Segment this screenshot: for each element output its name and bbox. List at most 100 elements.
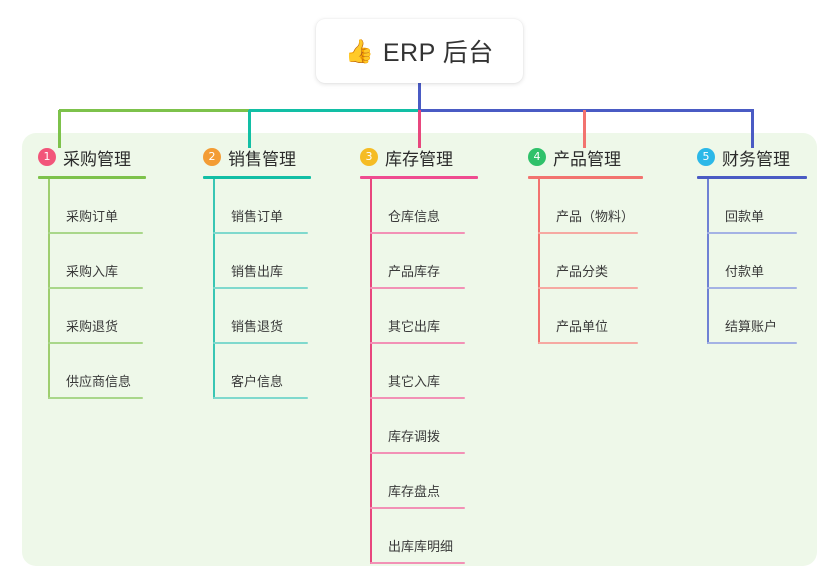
column-badge-3: 3 [360,148,378,166]
leaf-item-label: 产品库存 [388,264,441,279]
column-header-5[interactable]: 5 财务管理 [697,145,807,169]
leaf-item-rule [538,342,638,344]
column-header-2[interactable]: 2 销售管理 [203,145,311,169]
leaf-item-rule [48,287,143,289]
leaf-item-label: 产品单位 [556,319,609,334]
leaf-item-rule [370,507,465,509]
leaf-item-label: 付款单 [725,264,765,279]
leaf-item-label: 客户信息 [231,374,284,389]
leaf-item[interactable]: 出库库明细 [360,509,478,564]
leaf-item[interactable]: 销售退货 [203,289,311,344]
leaf-item[interactable]: 库存调拨 [360,399,478,454]
column-title-5: 财务管理 [722,149,790,169]
leaf-item[interactable]: 产品库存 [360,234,478,289]
column-spine-5 [707,179,709,344]
leaf-item[interactable]: 供应商信息 [38,344,146,399]
leaf-item-rule [370,397,465,399]
leaf-item[interactable]: 采购订单 [38,179,146,234]
column-rule-4 [528,176,643,179]
root-title: ERP 后台 [382,39,494,67]
leaf-item[interactable]: 产品分类 [528,234,643,289]
column-spine-4 [538,179,540,344]
leaf-item-label: 销售订单 [231,209,284,224]
leaf-item-rule [48,232,143,234]
leaf-item-rule [370,232,465,234]
leaf-item-rule [538,232,638,234]
column-3: 3 库存管理仓库信息产品库存其它出库其它入库库存调拨库存盘点出库库明细 [360,145,478,564]
leaf-item-rule [707,342,797,344]
leaf-item-rule [538,287,638,289]
leaf-item[interactable]: 采购入库 [38,234,146,289]
column-header-1[interactable]: 1 采购管理 [38,145,146,169]
leaf-item-label: 库存调拨 [388,429,441,444]
column-title-3: 库存管理 [385,149,453,169]
leaf-item-label: 出库库明细 [388,539,454,554]
leaf-item[interactable]: 结算账户 [697,289,807,344]
leaf-item-rule [707,232,797,234]
leaf-item[interactable]: 产品（物料） [528,179,643,234]
leaf-item-rule [370,342,465,344]
leaf-item-label: 采购订单 [66,209,119,224]
column-items-1: 采购订单采购入库采购退货供应商信息 [38,179,146,399]
leaf-item[interactable]: 客户信息 [203,344,311,399]
leaf-item-rule [707,287,797,289]
column-header-3[interactable]: 3 库存管理 [360,145,478,169]
leaf-item[interactable]: 付款单 [697,234,807,289]
column-title-1: 采购管理 [63,149,131,169]
leaf-item-rule [370,452,465,454]
leaf-item-rule [213,397,308,399]
column-title-2: 销售管理 [228,149,296,169]
leaf-item[interactable]: 销售订单 [203,179,311,234]
leaf-item-label: 供应商信息 [66,374,132,389]
column-spine-1 [48,179,50,399]
leaf-item-label: 其它入库 [388,374,441,389]
leaf-item[interactable]: 仓库信息 [360,179,478,234]
leaf-item-rule [370,562,465,564]
leaf-item[interactable]: 其它入库 [360,344,478,399]
root-node[interactable]: 👍 ERP 后台 [316,19,523,83]
column-spine-2 [213,179,215,399]
column-items-3: 仓库信息产品库存其它出库其它入库库存调拨库存盘点出库库明细 [360,179,478,564]
column-badge-1: 1 [38,148,56,166]
diagram-panel [22,133,817,566]
column-items-4: 产品（物料） 产品分类产品单位 [528,179,643,344]
leaf-item-label: 库存盘点 [388,484,441,499]
leaf-item-rule [213,287,308,289]
leaf-item[interactable]: 库存盘点 [360,454,478,509]
leaf-item-rule [213,342,308,344]
column-5: 5 财务管理回款单付款单结算账户 [697,145,807,344]
column-rule-5 [697,176,807,179]
leaf-item-rule [48,342,143,344]
leaf-item-label: 其它出库 [388,319,441,334]
leaf-item-label: 产品分类 [556,264,609,279]
leaf-item[interactable]: 其它出库 [360,289,478,344]
column-rule-3 [360,176,478,179]
leaf-item[interactable]: 采购退货 [38,289,146,344]
leaf-item-label: 结算账户 [725,319,778,334]
leaf-item-rule [213,232,308,234]
leaf-item[interactable]: 回款单 [697,179,807,234]
leaf-item-label: 仓库信息 [388,209,441,224]
column-badge-2: 2 [203,148,221,166]
leaf-item[interactable]: 产品单位 [528,289,643,344]
column-items-2: 销售订单销售出库销售退货客户信息 [203,179,311,399]
column-1: 1 采购管理采购订单采购入库采购退货供应商信息 [38,145,146,399]
leaf-item-rule [370,287,465,289]
leaf-item[interactable]: 销售出库 [203,234,311,289]
column-badge-5: 5 [697,148,715,166]
leaf-item-label: 采购退货 [66,319,119,334]
leaf-item-label: 回款单 [725,209,765,224]
column-rule-2 [203,176,311,179]
leaf-item-label: 产品（物料） [556,209,635,224]
column-rule-1 [38,176,146,179]
column-items-5: 回款单付款单结算账户 [697,179,807,344]
column-title-4: 产品管理 [553,149,621,169]
leaf-item-label: 采购入库 [66,264,119,279]
leaf-item-label: 销售出库 [231,264,284,279]
thumbs-up-icon: 👍 [345,37,374,64]
leaf-item-rule [48,397,143,399]
